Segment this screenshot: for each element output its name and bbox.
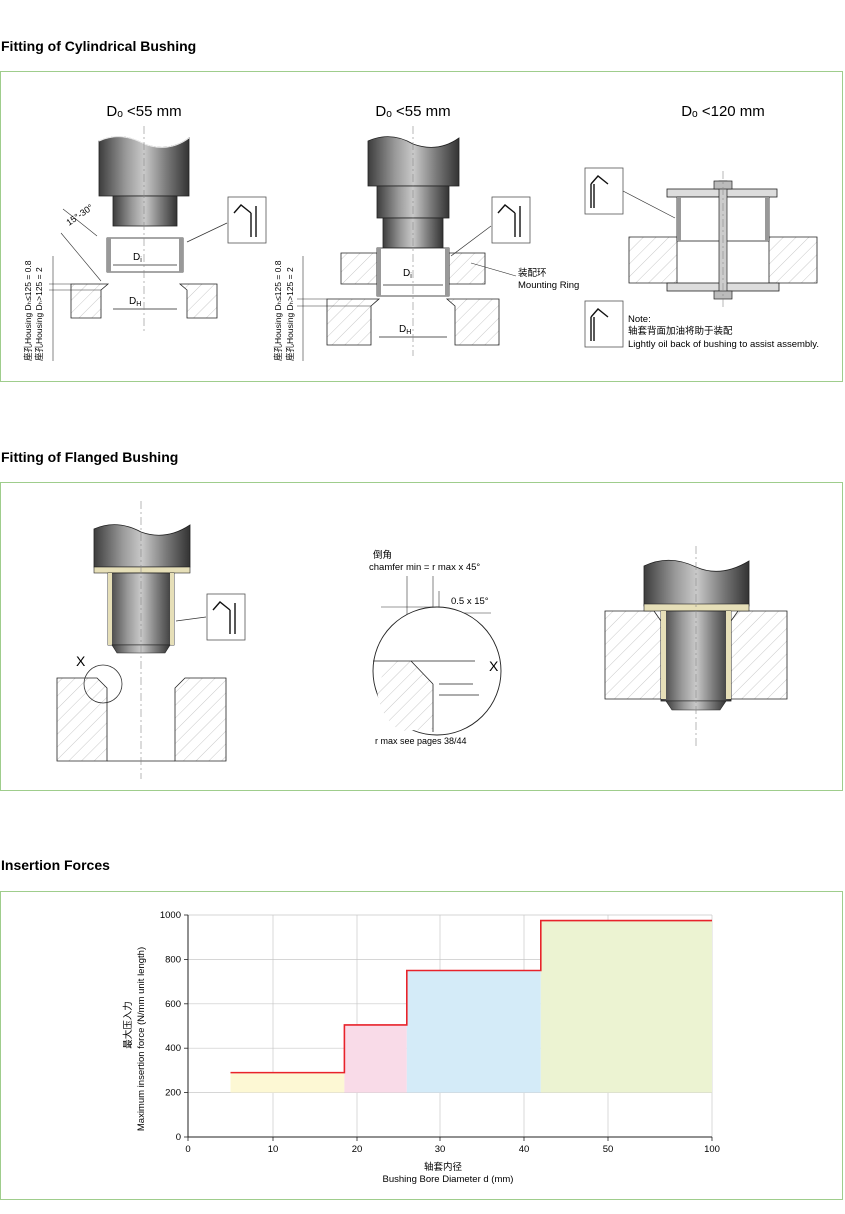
detail-chamfer-en: chamfer min = r max x 45°	[369, 562, 480, 573]
flanged-x-label: X	[76, 653, 86, 669]
fig3-note-title: Note:	[628, 314, 651, 325]
housing-left	[56, 677, 108, 762]
fig2-cylindrical: Dₒ <55 mm Di DH 座孔Housing Dₕ≤125 = 0.8 座…	[273, 103, 579, 361]
x-tick-label: 20	[352, 1144, 363, 1155]
y-tick-label: 800	[165, 954, 181, 965]
x-tick-label: 40	[519, 1144, 530, 1155]
fig2-ring-en: Mounting Ring	[518, 280, 579, 291]
bushing	[106, 237, 184, 273]
chart-ylabel: Maximum insertion force (N/mm unit lengt…	[136, 947, 147, 1131]
fig1-dh-label: DH	[129, 296, 141, 308]
press-tool-body	[93, 524, 191, 568]
x-tick-label: 0	[185, 1144, 190, 1155]
fig1-angle-label: 15°-30°	[64, 202, 95, 228]
section-title-flanged: Fitting of Flanged Bushing	[1, 449, 179, 465]
chart-series	[230, 919, 712, 1074]
fig1-title: Dₒ <55 mm	[106, 103, 181, 120]
detail-x-label: X	[489, 658, 499, 674]
cylindrical-diagram: Dₒ <55 mm Di DH 15°-30° 座孔Housing Dₕ≤125…	[23, 103, 819, 361]
chart-bands	[230, 920, 712, 1093]
chart-ylabel-cn: 最大压入力	[122, 1001, 134, 1049]
fig3-note-cn: 轴套背面加油将助于装配	[628, 325, 733, 337]
panel-flanged: X 倒角 chamfer min = r max x 45° 0.5 x 15°…	[0, 482, 843, 791]
fig3-note-en: Lightly oil back of bushing to assist as…	[628, 339, 819, 350]
housing-right	[730, 610, 788, 700]
fig2-dh-label: DH	[399, 324, 411, 336]
fig1-housing-line2: 座孔Housing Dₕ>125 = 2	[34, 267, 44, 361]
fig3-title: Dₒ <120 mm	[681, 103, 765, 120]
section-title-insertion: Insertion Forces	[1, 857, 110, 873]
series-line	[230, 919, 712, 1074]
flanged-diagram: X 倒角 chamfer min = r max x 45° 0.5 x 15°…	[56, 501, 788, 779]
flanged-fig-right	[604, 546, 788, 749]
chart-xlabel: Bushing Bore Diameter d (mm)	[383, 1174, 514, 1185]
fig2-di-label: Di	[403, 268, 412, 280]
fig1-housing-line1: 座孔Housing Dₕ≤125 = 0.8	[23, 260, 33, 361]
y-tick-label: 600	[165, 999, 181, 1010]
housing-left	[326, 298, 381, 346]
housing-left	[604, 610, 662, 700]
press-tool-body	[367, 136, 460, 187]
housing-right	[174, 677, 227, 762]
housing-right	[445, 298, 500, 346]
x-tick-label: 30	[435, 1144, 446, 1155]
y-tick-label: 400	[165, 1043, 181, 1054]
press-tool-body	[643, 559, 750, 607]
detail-chamfer-cn: 倒角	[373, 549, 392, 561]
detail-rmax-note: r max see pages 38/44	[375, 736, 467, 746]
y-tick-label: 0	[176, 1132, 181, 1143]
insertion-force-chart: 0 200 400 600 800 1000 0 10 20 30 40 50 100 轴套内径 Bus…	[122, 910, 720, 1185]
oil-can-icon	[227, 196, 267, 244]
flanged-detail-x: 倒角 chamfer min = r max x 45° 0.5 x 15° X…	[369, 549, 502, 746]
press-tool-pilot	[112, 195, 178, 227]
section-title-cylindrical: Fitting of Cylindrical Bushing	[1, 38, 197, 54]
panel-insertion: 0 200 400 600 800 1000 0 10 20 30 40 50 100 轴套内径 Bus…	[0, 891, 843, 1200]
bushing-flange	[93, 566, 191, 574]
y-tick-label: 1000	[160, 910, 181, 921]
flanged-fig-left: X	[56, 501, 246, 779]
chart-xlabel-cn: 轴套内径	[424, 1161, 463, 1173]
detail-small-chamfer: 0.5 x 15°	[451, 596, 489, 607]
chart-band	[344, 1024, 407, 1093]
fig1-cylindrical: Dₒ <55 mm Di DH 15°-30° 座孔Housing Dₕ≤125…	[23, 103, 267, 361]
ring-right	[448, 252, 486, 285]
housing-right	[178, 283, 218, 319]
bushing-wall-left	[107, 238, 111, 272]
angle-arc	[62, 208, 98, 237]
x-tick-label: 10	[268, 1144, 279, 1155]
press-tool-pilot	[660, 610, 732, 702]
ring-left	[340, 252, 378, 285]
fig2-ring-cn: 装配环	[518, 267, 547, 279]
fig3-cylindrical: Dₒ <120 mm Note: 轴套背面加油将助于装配 Lightly oil…	[584, 103, 819, 350]
housing-left	[628, 236, 678, 284]
oil-pointer	[186, 222, 228, 243]
y-tick-label: 200	[165, 1088, 181, 1099]
oil-can-icon	[206, 593, 246, 641]
oil-can-icon	[491, 196, 531, 244]
housing-right	[768, 236, 818, 284]
x-tick-label: 50	[603, 1144, 614, 1155]
chart-band	[540, 920, 712, 1093]
x-tick-label: 100	[704, 1144, 720, 1155]
panel-cylindrical: Dₒ <55 mm Di DH 15°-30° 座孔Housing Dₕ≤125…	[0, 71, 843, 382]
fig2-title: Dₒ <55 mm	[375, 103, 450, 120]
housing-left	[70, 283, 110, 319]
ring-pointer	[470, 262, 517, 277]
chart-band	[406, 970, 541, 1093]
chart-band	[230, 1072, 345, 1093]
bushing-flange	[643, 603, 750, 612]
angle-line	[60, 232, 102, 282]
fig2-housing-line1: 座孔Housing Dₕ≤125 = 0.8	[273, 260, 283, 361]
fig2-housing-line2: 座孔Housing Dₕ>125 = 2	[285, 267, 295, 361]
bushing-wall-right	[179, 238, 183, 272]
chart-ticks: 0 200 400 600 800 1000 0 10 20 30 40 50 100	[160, 910, 720, 1155]
fig1-di-label: Di	[133, 252, 142, 264]
detail-circle-x	[83, 664, 123, 704]
